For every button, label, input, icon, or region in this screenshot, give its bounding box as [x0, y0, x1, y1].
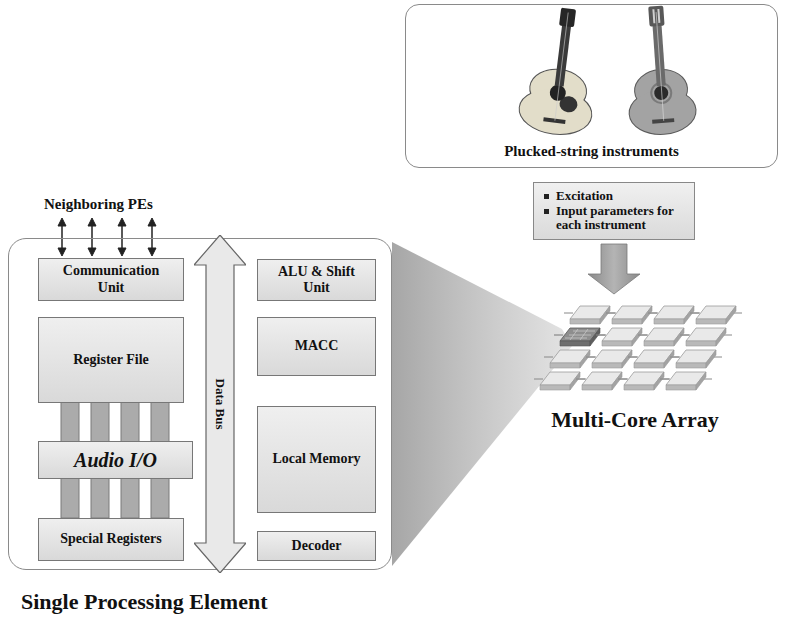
zoom-wedge [392, 242, 572, 566]
bridge [652, 118, 674, 124]
node-text: Input parameters for each instrument [544, 204, 686, 234]
node-label: Special Registers [60, 531, 161, 547]
core-tile [638, 328, 690, 346]
unit-box: MACC [257, 317, 376, 376]
node-label: Decoder [292, 538, 342, 554]
input-box: ExcitationInput parameters for each inst… [533, 182, 695, 240]
neighbor-links [58, 218, 156, 256]
unit-box: Decoder [257, 531, 376, 561]
core-array-group: Multi-Core Array [525, 296, 745, 432]
unit-box: ALU & Shift Unit [257, 259, 376, 301]
core-tile [576, 372, 628, 390]
arrow-head [118, 218, 126, 226]
guitar-strings [656, 12, 664, 121]
arrow-head [88, 218, 96, 226]
link-line [91, 224, 93, 250]
node-label: Register File [73, 352, 149, 368]
unit-box: Register File [38, 317, 184, 403]
node-label: Excitation [544, 189, 686, 204]
link-line [121, 224, 123, 250]
arrow-head [148, 218, 156, 226]
arrow-head [88, 248, 96, 256]
node-label: ALU & Shift Unit [271, 264, 363, 296]
link-line [61, 224, 63, 250]
core-tile [544, 350, 596, 368]
arrow-head [58, 218, 66, 226]
node-label: Plucked-string instruments [406, 143, 777, 160]
unit-box: Communication Unit [38, 258, 184, 301]
highlighted-core-tile [554, 328, 606, 346]
arrow-head [118, 248, 126, 256]
link-line [151, 224, 153, 250]
core-tile [606, 306, 658, 324]
headstock-slot [652, 9, 655, 23]
arrow-head [148, 248, 156, 256]
core-tile [618, 372, 670, 390]
bridge [543, 117, 565, 124]
unit-box: Special Registers [38, 518, 184, 561]
core-array [534, 306, 742, 390]
block-arrow [588, 244, 640, 294]
node-label: Communication Unit [55, 263, 167, 295]
bus-arrow: Data Bus [194, 235, 246, 573]
io-band: Audio I/O [38, 441, 193, 479]
classical-guitar [622, 4, 697, 136]
guitar-strings [555, 13, 568, 121]
core-tile [628, 350, 680, 368]
bus-shape [194, 235, 246, 573]
node-label: Multi-Core Array [525, 407, 745, 432]
instrument-panel: Plucked-string instruments [405, 4, 778, 168]
node-label: Single Processing Element [21, 589, 267, 614]
headstock-slot [657, 9, 660, 23]
node-label: Audio I/O [74, 449, 157, 472]
node-label: MACC [295, 338, 339, 354]
core-tile [680, 328, 732, 346]
core-tile [648, 306, 700, 324]
register-bars [61, 402, 169, 518]
unit-box: Local Memory [257, 406, 376, 513]
core-tile [670, 350, 722, 368]
core-tile [660, 372, 712, 390]
core-tile [564, 306, 616, 324]
arrow-head [58, 248, 66, 256]
processing-element: Single Processing ElementCommunication U… [8, 238, 392, 570]
core-tile [534, 372, 586, 390]
port-label: Neighboring PEs [44, 196, 153, 213]
node-label: Local Memory [272, 451, 360, 467]
core-tile [586, 350, 638, 368]
core-tile [690, 306, 742, 324]
acoustic-guitar [517, 4, 604, 138]
core-tile [596, 328, 648, 346]
node-label: Data Bus [213, 379, 228, 430]
